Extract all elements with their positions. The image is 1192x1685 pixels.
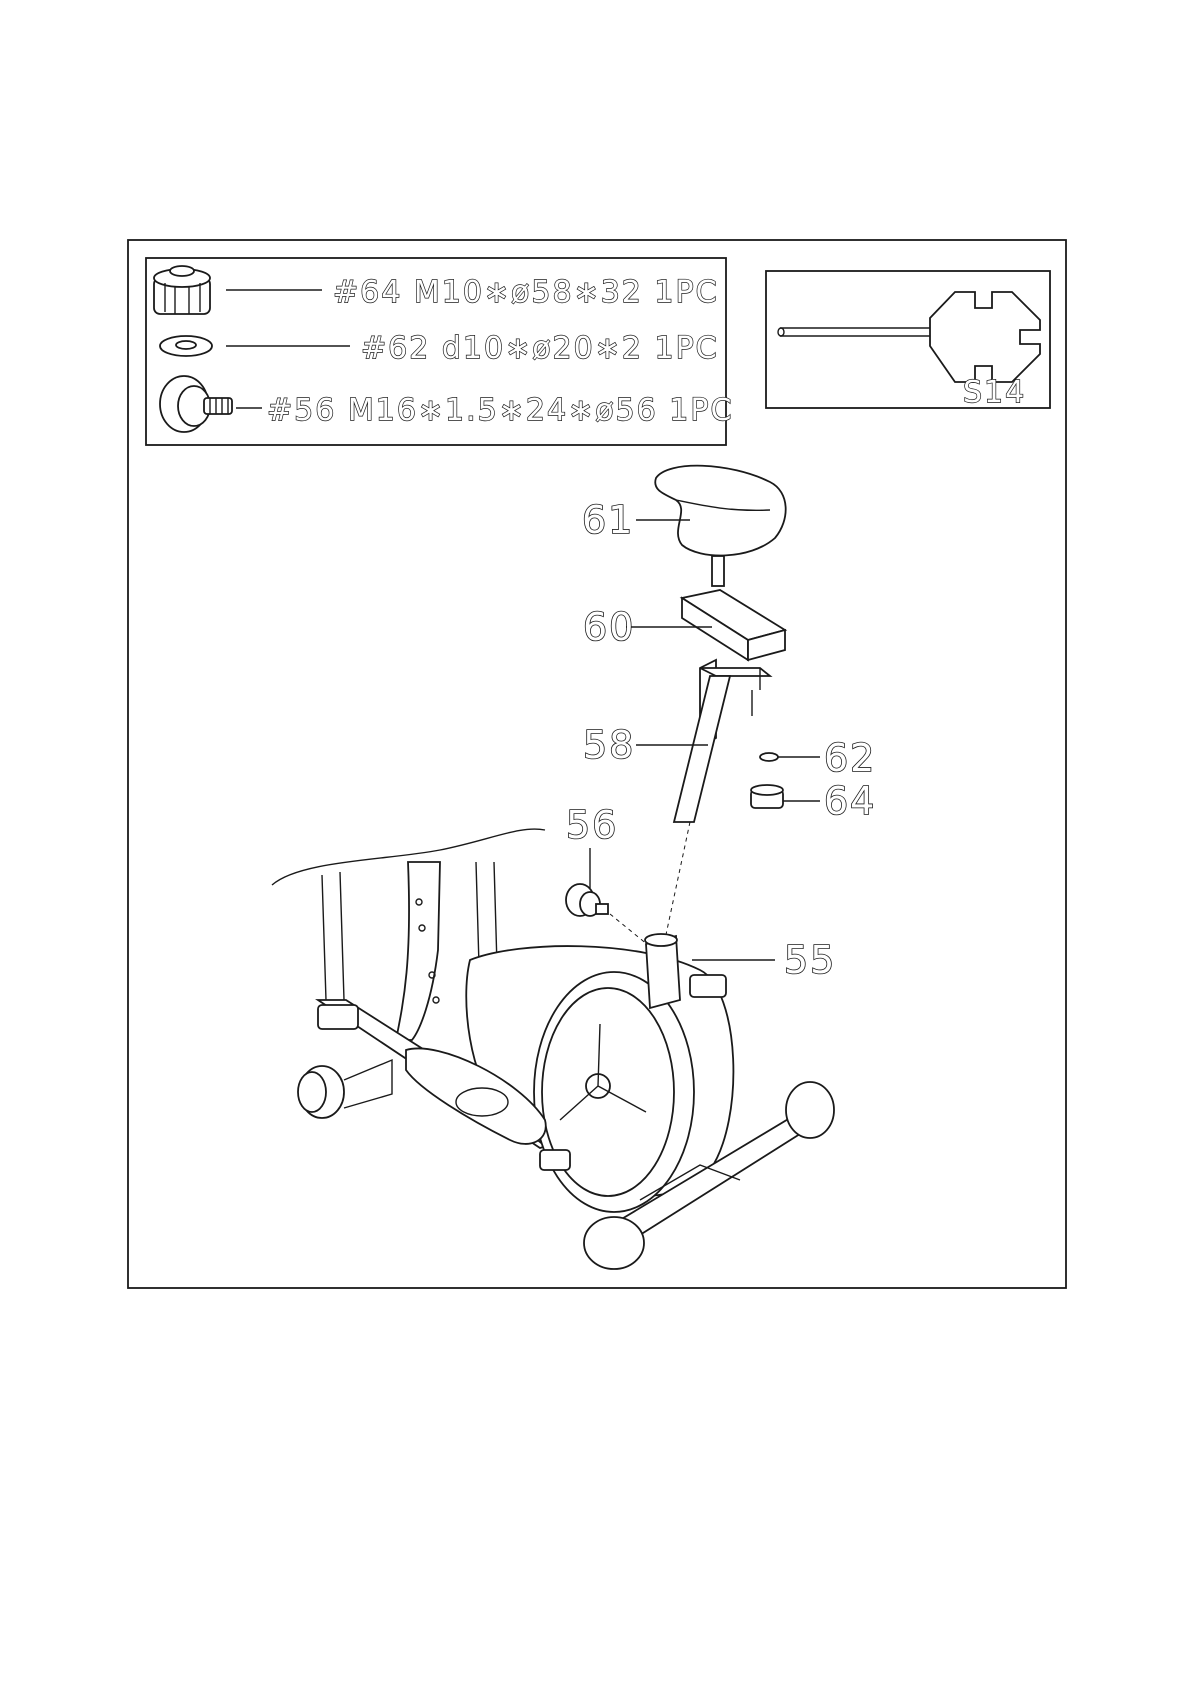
callout-seat-slider: 60 — [583, 605, 635, 649]
bike-frame: 55 — [272, 829, 836, 1269]
parts-item-tension-knob: #56 M16∗1.5∗24∗ø56 1PC — [267, 393, 733, 428]
knob-icon — [154, 266, 210, 314]
callout-seat-post: 58 — [583, 723, 635, 767]
tension-knob-part — [566, 884, 608, 916]
seat-part — [655, 466, 785, 586]
callout-seat: 61 — [582, 498, 634, 542]
callout-knob: 64 — [824, 779, 876, 823]
washer-icon — [160, 336, 212, 356]
wrench-icon — [778, 292, 1040, 382]
tool-label: S14 — [963, 375, 1026, 410]
parts-list-box: #64 M10∗ø58∗32 1PC #62 d10∗ø20∗2 1PC #56… — [146, 258, 733, 445]
parts-item-knob: #64 M10∗ø58∗32 1PC — [333, 275, 719, 310]
callout-tension-knob: 56 — [566, 803, 618, 847]
callout-washer: 62 — [824, 736, 876, 780]
tension-knob-icon — [160, 376, 232, 432]
front-foot-cap — [298, 1060, 392, 1118]
tool-box: S14 — [766, 271, 1050, 410]
seat-slider-part — [682, 590, 785, 660]
callout-frame-tube: 55 — [784, 938, 836, 982]
parts-item-washer: #62 d10∗ø20∗2 1PC — [361, 331, 719, 366]
washer-part — [760, 753, 778, 761]
knob-part — [751, 785, 783, 808]
